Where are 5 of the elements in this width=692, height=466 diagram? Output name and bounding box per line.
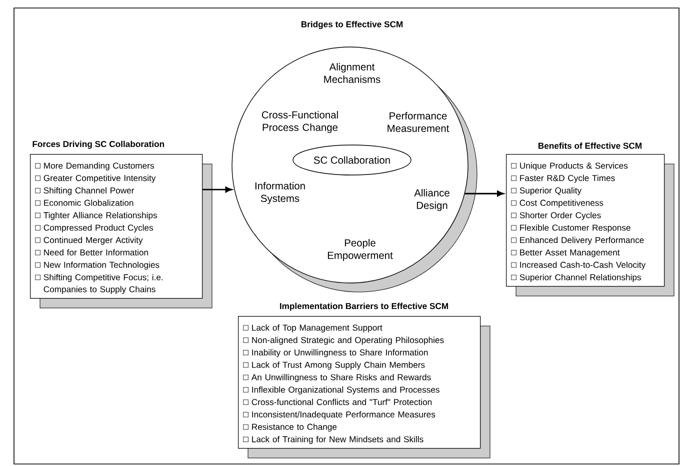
- box-heading: Implementation Barriers to Effective SCM: [280, 302, 448, 311]
- box-heading: Forces Driving SC Collaboration: [32, 140, 164, 149]
- circle-heading: Bridges to Effective SCM: [301, 20, 403, 30]
- arrow: [464, 190, 504, 197]
- box-heading: Benefits of Effective SCM: [538, 142, 642, 149]
